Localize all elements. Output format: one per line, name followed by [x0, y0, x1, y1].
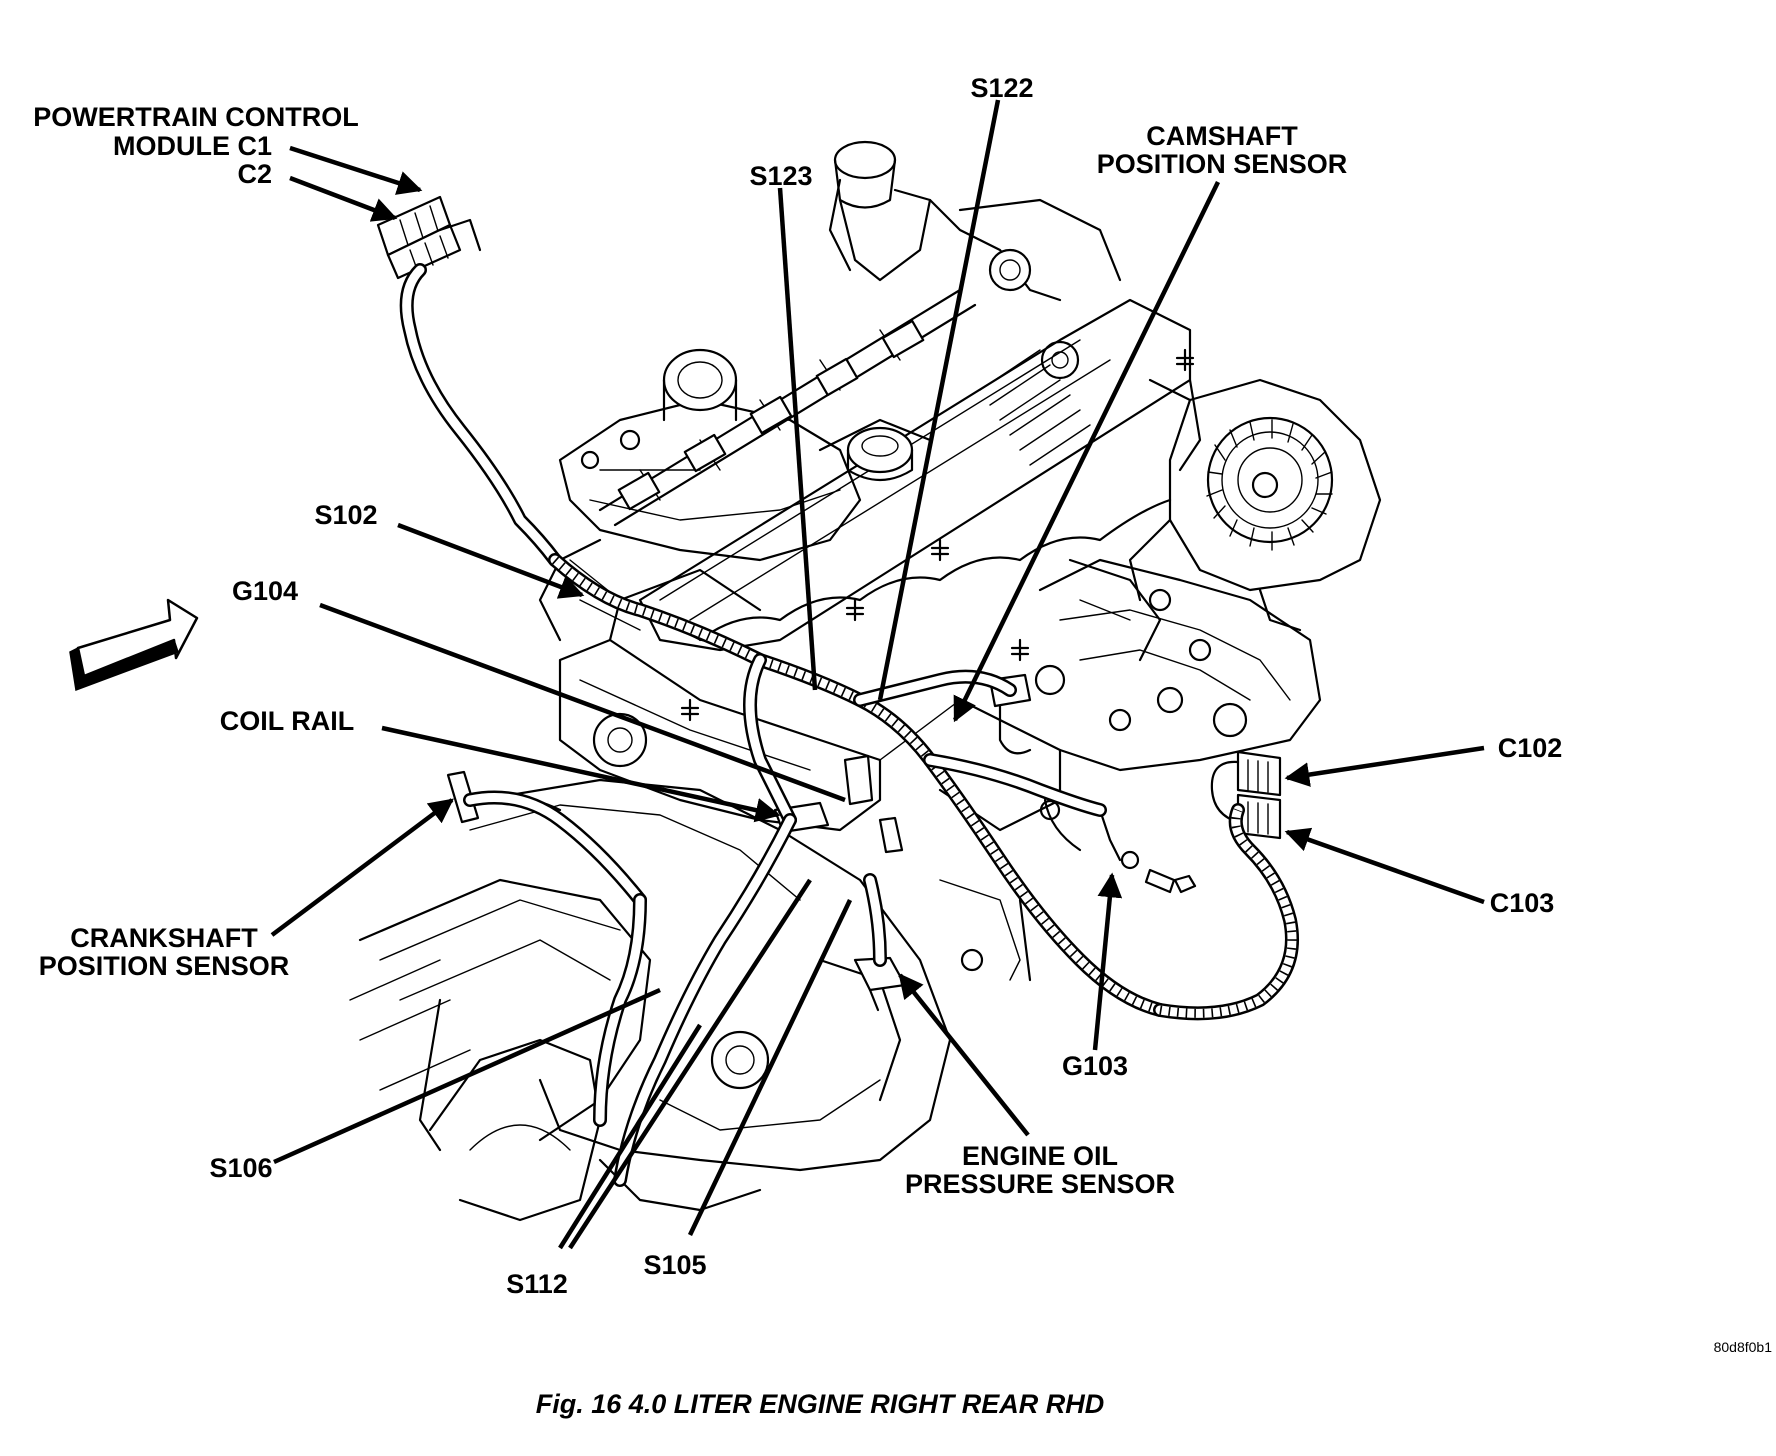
crankshaft-label-line2: POSITION SENSOR [39, 951, 290, 981]
oil-pressure-label-line1: ENGINE OIL [962, 1141, 1118, 1171]
g103-label: G103 [1062, 1051, 1128, 1081]
leader-lines [270, 99, 1485, 1250]
engine-block [558, 558, 1322, 832]
pcm-c2-label: C2 [237, 159, 272, 189]
pcm-label-line2: MODULE C1 [113, 131, 272, 161]
fuel-rail [598, 288, 977, 527]
alternator [1128, 378, 1382, 632]
image-code: 80d8f0b1 [1714, 1339, 1773, 1355]
ground-g103-hardware [1039, 798, 1197, 894]
s122-label: S122 [970, 73, 1033, 103]
intake-manifold [538, 348, 932, 651]
oil-pressure-label-line2: PRESSURE SENSOR [905, 1169, 1175, 1199]
pcm-label-line1: POWERTRAIN CONTROL [33, 102, 358, 132]
c102-label: C102 [1498, 733, 1563, 763]
valve-cover [638, 298, 1202, 652]
crankshaft-label-line1: CRANKSHAFT [70, 923, 258, 953]
filler-tube [828, 140, 1122, 302]
s102-label: S102 [314, 500, 377, 530]
g104-label: G104 [232, 576, 298, 606]
s112-label: S112 [506, 1269, 568, 1299]
s106-label: S106 [209, 1153, 272, 1183]
s123-label: S123 [749, 161, 812, 191]
bolts [680, 348, 1195, 722]
camshaft-label-line1: CAMSHAFT [1146, 121, 1298, 151]
callout-labels: POWERTRAIN CONTROL MODULE C1 C2 S122 S12… [33, 73, 1562, 1299]
s105-label: S105 [643, 1250, 706, 1280]
coil-rail-label: COIL RAIL [220, 706, 355, 736]
wiring-harness [399, 263, 1299, 1187]
c103-label: C103 [1490, 888, 1555, 918]
pcm-connectors [376, 195, 482, 280]
engine-illustration [349, 140, 1382, 1222]
fwd-arrow: FWD [69, 598, 199, 692]
accessory-pulleys [1034, 558, 1212, 732]
camshaft-label-line2: POSITION SENSOR [1097, 149, 1348, 179]
figure-caption: Fig. 16 4.0 LITER ENGINE RIGHT REAR RHD [536, 1389, 1105, 1419]
c102-c103-connectors [1210, 750, 1282, 840]
